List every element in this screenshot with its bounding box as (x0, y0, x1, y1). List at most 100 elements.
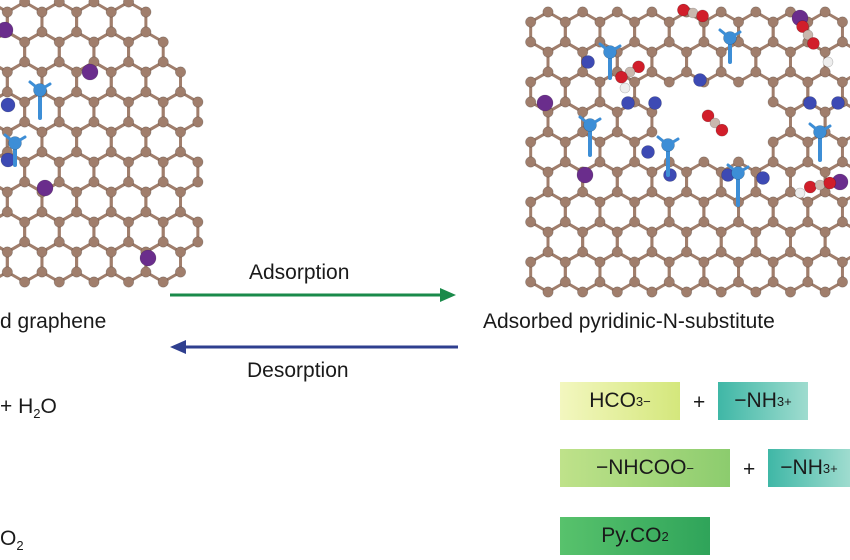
carbon-atom (836, 196, 848, 208)
carbon-atom (71, 66, 83, 78)
carbon-atom (611, 186, 623, 198)
carbon-atom (71, 146, 83, 158)
carbon-atom (750, 46, 762, 58)
carbon-atom (19, 0, 31, 8)
carbon-atom (767, 196, 779, 208)
carbon-atom (71, 6, 83, 18)
carbon-atom (594, 216, 606, 228)
carbon-atom (88, 236, 100, 248)
carbon-atom (681, 66, 693, 78)
carbon-atom (629, 216, 641, 228)
carbon-atom (594, 276, 606, 288)
carbon-atom (663, 276, 675, 288)
carbon-atom (157, 156, 169, 168)
carbon-atom (19, 116, 31, 128)
carbon-atom (542, 246, 554, 258)
carbon-atom (559, 216, 571, 228)
co2-carbon-atom (624, 66, 636, 78)
carbon-atom (19, 56, 31, 68)
oxygen-atom (823, 176, 837, 190)
carbon-atom (784, 126, 796, 138)
carbon-atom (192, 176, 204, 188)
carbon-atom (646, 66, 658, 78)
carbon-atom (140, 126, 152, 138)
carbon-atom (123, 156, 135, 168)
carbon-atom (525, 196, 537, 208)
carbon-atom (611, 286, 623, 298)
carbon-atom (577, 106, 589, 118)
carbon-atom (767, 256, 779, 268)
carbon-atom (715, 246, 727, 258)
carbon-atom (767, 156, 779, 168)
carbon-atom (1, 66, 13, 78)
carbon-atom (577, 6, 589, 18)
carbon-atom (784, 186, 796, 198)
carbon-atom (646, 186, 658, 198)
carbon-atom (611, 6, 623, 18)
carbon-atom (88, 156, 100, 168)
carbon-atom (733, 256, 745, 268)
carbon-atom (88, 176, 100, 188)
carbon-atom (175, 246, 187, 258)
carbon-atom (53, 276, 65, 288)
left-equation-fragment-co2: O2 (0, 527, 24, 554)
carbon-atom (542, 166, 554, 178)
carbon-atom (105, 126, 117, 138)
carbon-atom (646, 46, 658, 58)
carbon-atom (36, 266, 48, 278)
carbon-atom (784, 246, 796, 258)
carbon-atom (19, 36, 31, 48)
bond (38, 82, 52, 92)
carbon-atom (767, 16, 779, 28)
left-graphene-sheet (0, 0, 204, 288)
carbon-atom (646, 226, 658, 238)
carbon-atom (594, 196, 606, 208)
carbon-atom (629, 196, 641, 208)
product-plus-1: + (693, 391, 706, 414)
carbon-atom (36, 26, 48, 38)
carbon-atom (836, 276, 848, 288)
carbon-atom (681, 286, 693, 298)
carbon-atom (525, 36, 537, 48)
right-graphene-sheet (525, 3, 850, 298)
carbon-atom (802, 216, 814, 228)
carbon-atom (559, 16, 571, 28)
carbon-atom (594, 256, 606, 268)
carbon-atom (123, 176, 135, 188)
carbon-atom (784, 66, 796, 78)
carbon-atom (71, 86, 83, 98)
carbon-atom (681, 226, 693, 238)
carbon-atom (53, 216, 65, 228)
carbon-atom (819, 166, 831, 178)
carbon-atom (819, 46, 831, 58)
carbon-atom (525, 136, 537, 148)
carbon-atom (663, 16, 675, 28)
carbon-atom (88, 36, 100, 48)
carbon-atom (525, 76, 537, 88)
carbon-atom (53, 96, 65, 108)
carbon-atom (802, 156, 814, 168)
nitrogen-atom (581, 55, 595, 69)
carbon-atom (71, 246, 83, 258)
bond (588, 117, 602, 127)
carbon-atom (36, 126, 48, 138)
bond (598, 42, 612, 54)
carbon-atom (525, 156, 537, 168)
co2-carbon-atom (814, 179, 826, 191)
carbon-atom (542, 186, 554, 198)
carbon-atom (175, 266, 187, 278)
carbon-atom (105, 86, 117, 98)
right-title-fragment: Adsorbed pyridinic-N-substitute (483, 310, 775, 333)
carbon-atom (698, 276, 710, 288)
carbon-atom (559, 96, 571, 108)
carbon-atom (36, 66, 48, 78)
carbon-atom (542, 286, 554, 298)
carbon-atom (698, 196, 710, 208)
carbon-atom (140, 26, 152, 38)
carbon-atom (71, 186, 83, 198)
nitrogen-atom (831, 96, 845, 110)
bond (28, 80, 42, 92)
carbon-atom (784, 106, 796, 118)
carbon-atom (681, 46, 693, 58)
